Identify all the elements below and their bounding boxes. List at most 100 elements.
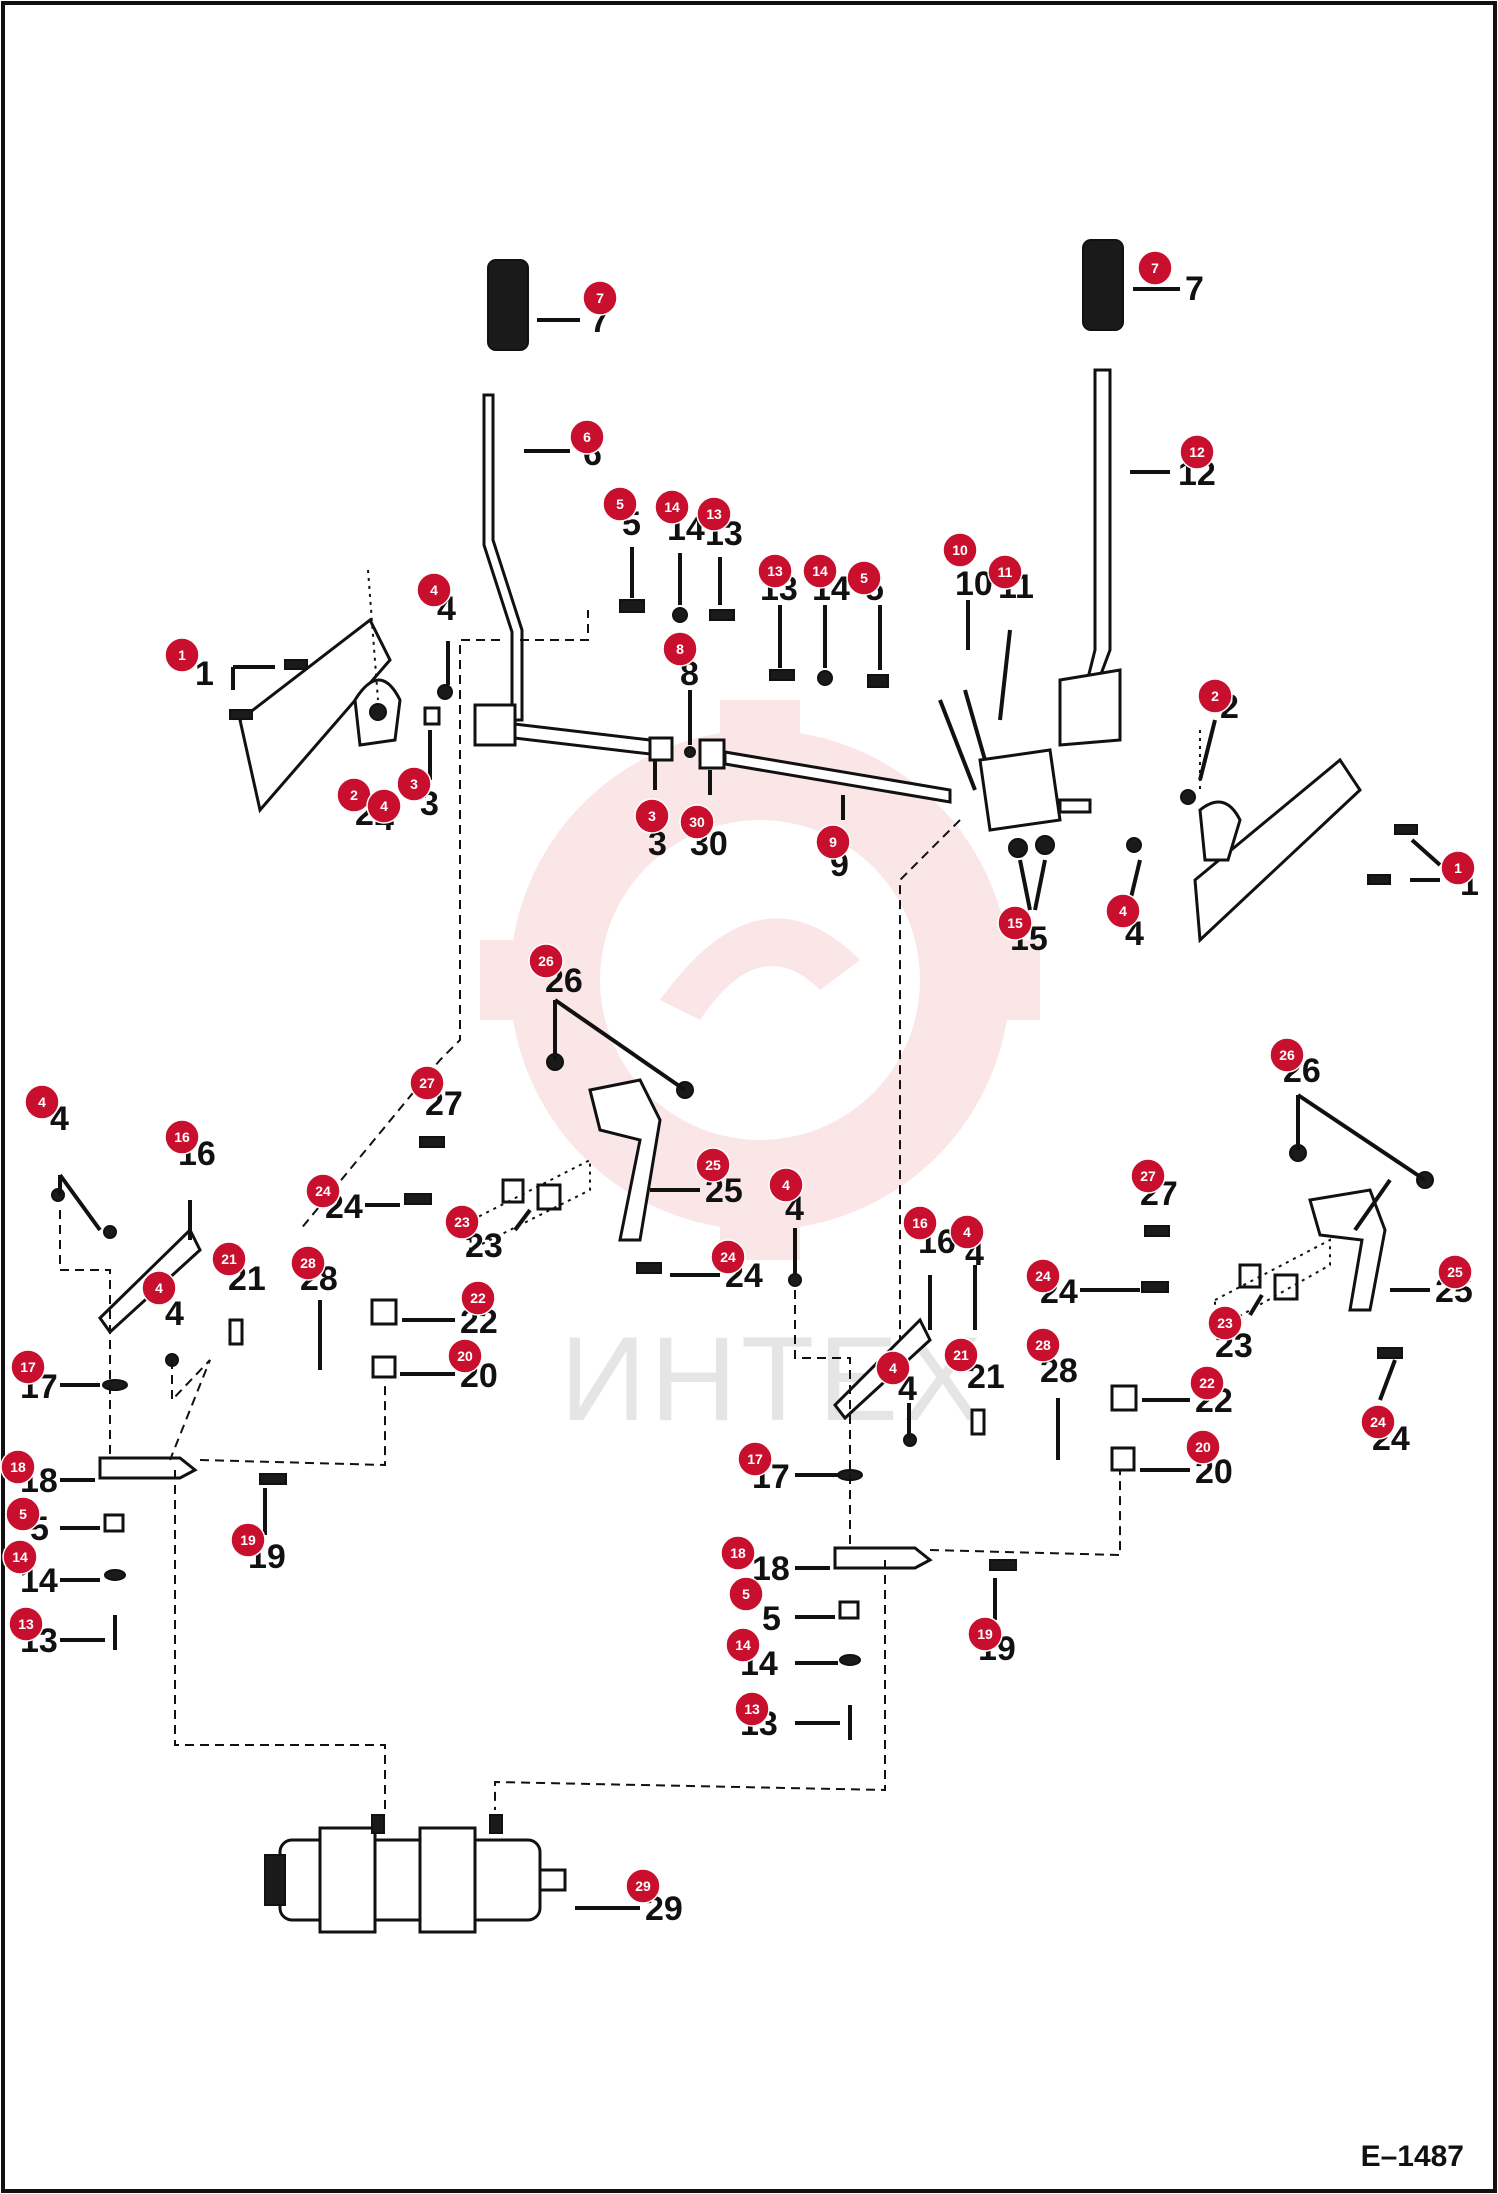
callout-5c: 5 bbox=[5, 1496, 41, 1532]
callout-5a: 5 bbox=[602, 486, 638, 522]
bolt-13-center bbox=[709, 609, 735, 621]
svg-text:12: 12 bbox=[1189, 444, 1205, 460]
svg-text:15: 15 bbox=[1007, 915, 1023, 931]
callout-25a: 25 bbox=[695, 1147, 731, 1183]
callout-13d: 13 bbox=[734, 1691, 770, 1727]
callout-27b: 27 bbox=[1130, 1158, 1166, 1194]
svg-text:22: 22 bbox=[470, 1290, 486, 1306]
washer-17-left bbox=[102, 1379, 128, 1391]
nut-5-left bbox=[103, 1513, 125, 1533]
washer-14-right bbox=[817, 670, 833, 686]
callout-badges: 7 7 6 12 5 14 13 13 14 5 10 11 4 8 1 2 2… bbox=[0, 250, 1476, 1904]
callout-4d: 4 bbox=[24, 1084, 60, 1120]
callout-1b: 1 bbox=[1440, 850, 1476, 886]
callout-23a: 23 bbox=[444, 1204, 480, 1240]
svg-text:5: 5 bbox=[19, 1506, 27, 1522]
right-pedal-plate bbox=[1193, 757, 1362, 944]
right-link-arm bbox=[963, 689, 987, 761]
svg-text:30: 30 bbox=[689, 814, 705, 830]
svg-text:24: 24 bbox=[1035, 1268, 1051, 1284]
callout-27a: 27 bbox=[409, 1065, 445, 1101]
nut-4-left-b bbox=[103, 1225, 117, 1239]
label-7b: 7 bbox=[1185, 270, 1204, 308]
svg-text:24: 24 bbox=[1370, 1414, 1386, 1430]
spring-22-left bbox=[370, 1298, 398, 1326]
callout-21a: 21 bbox=[211, 1241, 247, 1277]
callout-6: 6 bbox=[569, 419, 605, 455]
callout-17a: 17 bbox=[10, 1349, 46, 1385]
bolt-13-right bbox=[769, 669, 795, 681]
callout-20b: 20 bbox=[1185, 1429, 1221, 1465]
right-pivot-bracket bbox=[978, 748, 1062, 832]
svg-text:9: 9 bbox=[829, 834, 837, 850]
svg-text:21: 21 bbox=[221, 1251, 237, 1267]
nut-4-right-top bbox=[1180, 789, 1196, 805]
svg-text:22: 22 bbox=[1199, 1375, 1215, 1391]
right-pivot-bracket-2 bbox=[1198, 800, 1242, 862]
callout-14b: 14 bbox=[802, 553, 838, 589]
svg-text:4: 4 bbox=[782, 1177, 790, 1193]
svg-text:19: 19 bbox=[240, 1532, 256, 1548]
left-control-lever-25 bbox=[588, 1078, 662, 1242]
svg-text:5: 5 bbox=[860, 570, 868, 586]
callout-13b: 13 bbox=[757, 553, 793, 589]
svg-text:11: 11 bbox=[998, 564, 1013, 580]
bolt-24b bbox=[636, 1262, 662, 1274]
nut-15b bbox=[1035, 835, 1055, 855]
bushing-3-left bbox=[423, 706, 441, 726]
callout-14d: 14 bbox=[725, 1627, 761, 1663]
callout-4c: 4 bbox=[1105, 893, 1141, 929]
callout-24c: 24 bbox=[710, 1239, 746, 1275]
svg-text:4: 4 bbox=[155, 1280, 163, 1296]
svg-text:27: 27 bbox=[419, 1075, 435, 1091]
callout-8: 8 bbox=[662, 631, 698, 667]
control-valve-29 bbox=[264, 1814, 567, 1934]
nut-5-right bbox=[838, 1600, 860, 1620]
callout-12: 12 bbox=[1179, 434, 1215, 470]
svg-text:5: 5 bbox=[616, 496, 624, 512]
svg-text:4: 4 bbox=[430, 582, 438, 598]
callout-5b: 5 bbox=[846, 560, 882, 596]
right-lever-grip bbox=[1082, 239, 1124, 331]
svg-text:3: 3 bbox=[410, 776, 418, 792]
svg-text:14: 14 bbox=[664, 499, 680, 515]
callout-28b: 28 bbox=[1025, 1327, 1061, 1363]
svg-text:4: 4 bbox=[963, 1224, 971, 1240]
callout-26b: 26 bbox=[1269, 1037, 1305, 1073]
svg-text:26: 26 bbox=[538, 953, 554, 969]
svg-text:18: 18 bbox=[10, 1459, 26, 1475]
callout-25b: 25 bbox=[1437, 1254, 1473, 1290]
washer-14-right-b bbox=[839, 1654, 861, 1666]
callout-15: 15 bbox=[997, 905, 1033, 941]
svg-text:14: 14 bbox=[12, 1549, 28, 1565]
clip-left bbox=[536, 1183, 562, 1211]
callout-11: 11 bbox=[987, 554, 1023, 590]
callout-9: 9 bbox=[815, 824, 851, 860]
callout-21b: 21 bbox=[943, 1337, 979, 1373]
bolt-19-left bbox=[259, 1473, 287, 1485]
callout-24b: 24 bbox=[1025, 1258, 1061, 1294]
label-10: 10 bbox=[955, 565, 993, 603]
nut-4-right-a bbox=[788, 1273, 802, 1287]
left-lever bbox=[482, 393, 524, 722]
svg-text:7: 7 bbox=[1151, 260, 1159, 276]
svg-text:23: 23 bbox=[454, 1214, 470, 1230]
spring-23-right bbox=[1238, 1263, 1262, 1289]
svg-text:3: 3 bbox=[648, 808, 656, 824]
bolt-1b bbox=[229, 709, 253, 720]
svg-text:16: 16 bbox=[174, 1129, 190, 1145]
nut-5-right bbox=[867, 674, 889, 688]
callout-22a: 22 bbox=[460, 1280, 496, 1316]
svg-text:26: 26 bbox=[1279, 1047, 1295, 1063]
label-4e: 4 bbox=[165, 1295, 184, 1333]
svg-text:20: 20 bbox=[457, 1348, 473, 1364]
bushing-30 bbox=[698, 738, 726, 770]
nut-5-center bbox=[619, 599, 645, 613]
bolt-1a bbox=[284, 659, 308, 670]
svg-text:14: 14 bbox=[812, 563, 828, 579]
callout-14c: 14 bbox=[2, 1539, 38, 1575]
callout-20a: 20 bbox=[447, 1338, 483, 1374]
svg-text:28: 28 bbox=[1035, 1337, 1051, 1353]
svg-text:1: 1 bbox=[178, 647, 186, 663]
